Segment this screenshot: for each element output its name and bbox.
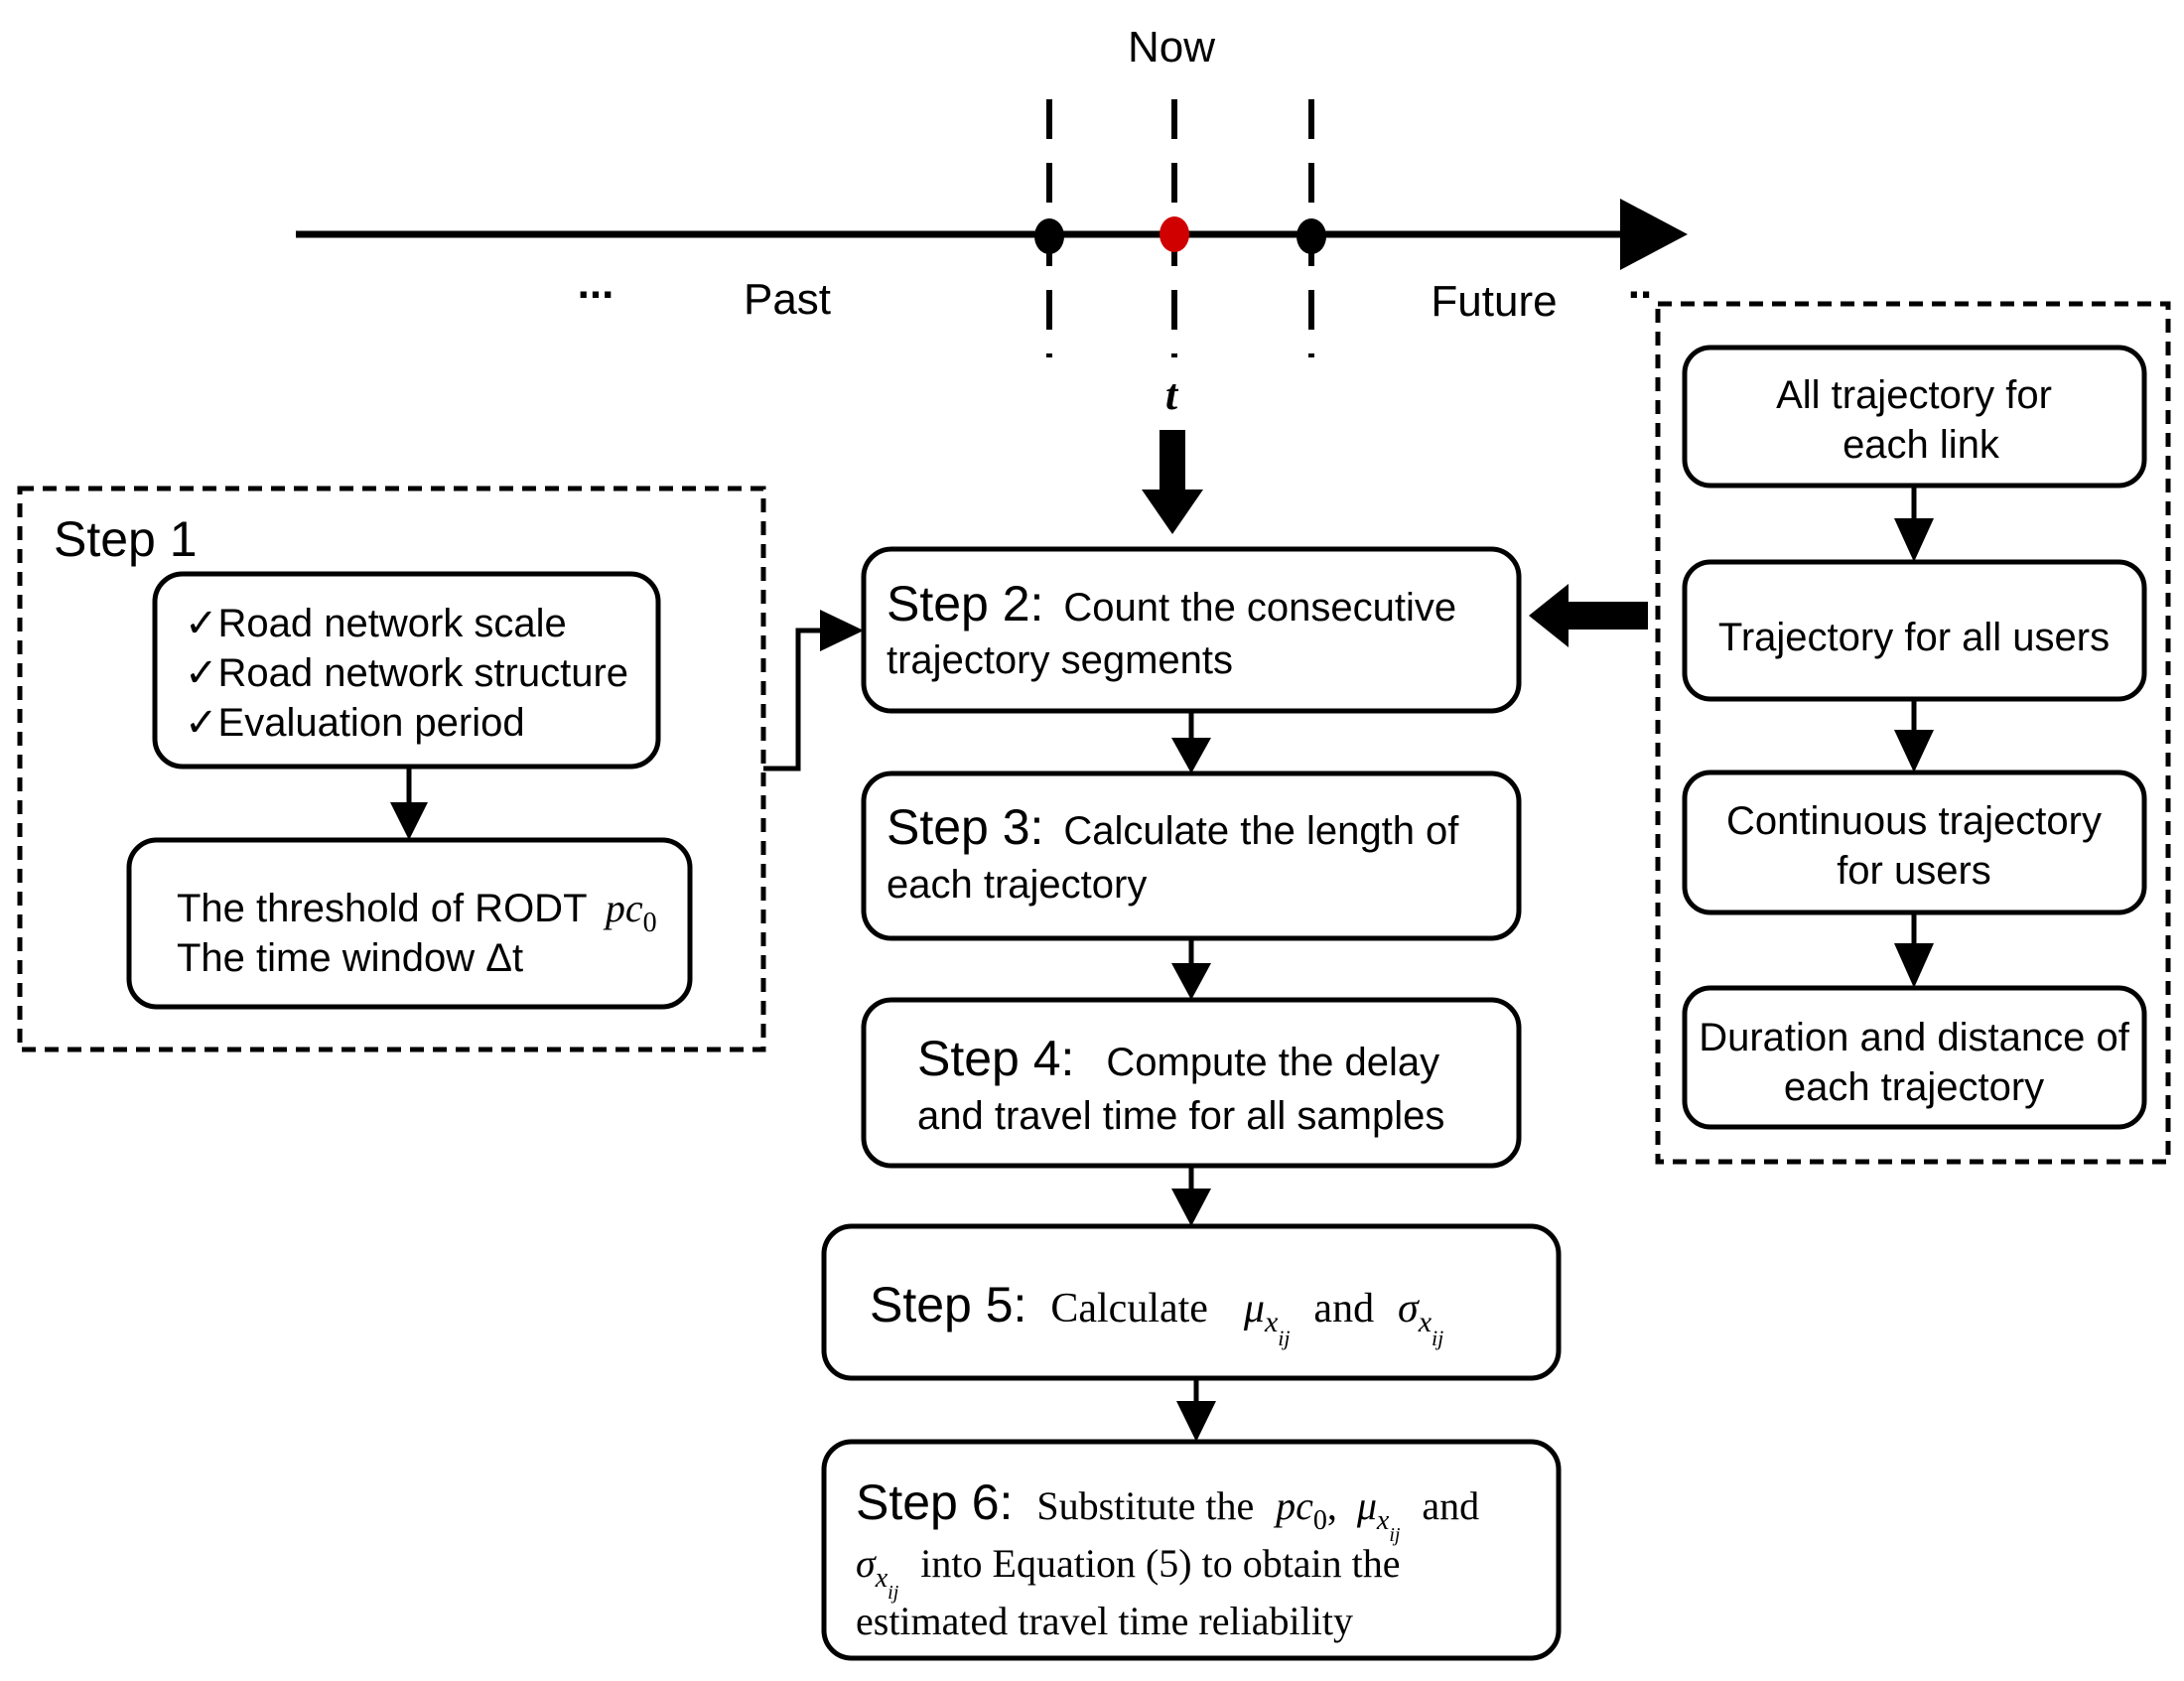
future-label: Future <box>1431 277 1557 326</box>
trajectory-box-4-line1: Duration and distance of <box>1699 1016 2130 1059</box>
step1-title: Step 1 <box>54 511 198 567</box>
trajectory-arrow-1 <box>1894 518 1934 562</box>
trajectory-dashed-border <box>1655 301 2171 1165</box>
timeline: Now Past Future ... .. t <box>296 23 1688 419</box>
trajectory-arrow-2 <box>1894 730 1934 772</box>
step6-mu-sub-x: x <box>1376 1505 1390 1536</box>
step5-sigma: σ <box>1398 1286 1421 1331</box>
step5-mu-sub-x: x <box>1264 1306 1279 1338</box>
step5-calc: Calculate <box>1050 1286 1208 1331</box>
step6-mu: μ <box>1356 1483 1377 1528</box>
trajectory-box-2-line1: Trajectory for all users <box>1718 616 2110 659</box>
step3-text-line2: each trajectory <box>887 863 1147 907</box>
svg-text:Step 2: Count the consec: Step 2: Count the consecutive <box>887 576 1456 631</box>
step1-dashed-border <box>17 486 766 1052</box>
step6-head: Step 6: <box>856 1474 1013 1530</box>
step5-and: and <box>1313 1286 1374 1331</box>
threshold-symbol: pc <box>603 886 643 930</box>
trajectory-box-1-line1: All trajectory for <box>1776 373 2052 417</box>
step6-line2-rest: into Equation (5) to obtain the <box>920 1541 1400 1586</box>
step6-pc: pc <box>1273 1483 1313 1528</box>
step5-head: Step 5: <box>870 1277 1026 1332</box>
step3-text-line1: Calculate the length of <box>1063 809 1459 853</box>
trajectory-box-3-line1: Continuous trajectory <box>1726 799 2102 843</box>
svg-text:Step 6: Substitute the: Step 6: Substitute the pc0, μxij and <box>856 1474 1479 1552</box>
trajectory-box-4-line2: each trajectory <box>1784 1065 2044 1109</box>
ellipsis-right: .. <box>1628 259 1652 308</box>
trajectory-panel: All trajectory for each link Trajectory … <box>1655 301 2171 1165</box>
step6-and: and <box>1422 1483 1479 1528</box>
step6-sigma: σ <box>856 1541 877 1586</box>
step6-pc-sub: 0 <box>1313 1505 1327 1536</box>
step6-box: Step 6: Substitute the pc0, μxij and σxi… <box>821 1439 1562 1661</box>
trajectory-arrow-3 <box>1894 943 1934 988</box>
step4-text-line1: Compute the delay <box>1106 1041 1439 1084</box>
step1-panel: Step 1 ✓Road network scale ✓Road network… <box>17 486 766 1052</box>
step4-text-line2: and travel time for all samples <box>917 1094 1444 1138</box>
step4-to-step5-arrow <box>1171 1166 1211 1226</box>
trajectory-box-1-line2: each link <box>1843 423 2000 467</box>
svg-text:Step 5: Calculate: Step 5: Calculate μxij and σxij <box>870 1277 1443 1356</box>
step5-sigma-sub-ij: ij <box>1432 1326 1443 1350</box>
step1-internal-arrowhead <box>390 802 428 840</box>
step1-to-step2-connector <box>763 628 824 771</box>
step2-text-line1: Count the consecutive <box>1063 586 1456 630</box>
step6-sigma-sub-x: x <box>875 1563 888 1594</box>
step1-to-step2-arrowhead <box>820 610 864 651</box>
step5-box: Step 5: Calculate μxij and σxij <box>821 1223 1562 1381</box>
panel-to-step2-arrow <box>1529 584 1648 647</box>
step5-to-step6-arrow <box>1176 1378 1216 1442</box>
threshold-text: The threshold of RODT pc0 <box>177 886 657 938</box>
step2-head: Step 2: <box>887 576 1043 631</box>
time-window-text: The time window Δt <box>177 936 523 980</box>
step4-head: Step 4: <box>917 1031 1074 1086</box>
timeline-arrowhead <box>1620 199 1688 270</box>
step2-box: Step 2: Count the consecutive trajectory… <box>861 546 1522 714</box>
svg-text:σxij into Equation (5) t: σxij into Equation (5) to obtain the <box>856 1541 1401 1608</box>
step3-head: Step 3: <box>887 799 1043 855</box>
step6-line3: estimated travel time reliability <box>856 1599 1353 1643</box>
step2-text-line2: trajectory segments <box>887 638 1233 682</box>
trajectory-box-3-line2: for users <box>1837 849 1991 893</box>
future-point <box>1297 218 1326 254</box>
trajectory-box-4 <box>1682 985 2147 1130</box>
past-label: Past <box>744 275 831 324</box>
ellipsis-left: ... <box>578 259 614 308</box>
step5-mu: μ <box>1243 1286 1265 1331</box>
step6-line1-a: Substitute the <box>1036 1483 1254 1528</box>
step2-to-step3-arrow <box>1171 711 1211 773</box>
step5-mu-sub-ij: ij <box>1278 1326 1290 1350</box>
svg-text:Step 4: Compute the dela: Step 4: Compute the delay <box>917 1031 1439 1086</box>
step3-to-step4-arrow <box>1171 938 1211 1000</box>
now-label: Now <box>1128 23 1215 71</box>
step6-sigma-sub-ij: ij <box>887 1582 899 1604</box>
threshold-subscript: 0 <box>643 908 657 938</box>
checklist-item-structure: ✓Road network structure <box>185 651 628 695</box>
step1-threshold-box <box>126 837 693 1010</box>
time-label: t <box>1165 370 1179 419</box>
threshold-label: The threshold of RODT <box>177 887 587 930</box>
now-to-step2-arrow <box>1142 430 1203 534</box>
step5-sigma-sub-x: x <box>1418 1306 1433 1338</box>
now-point <box>1160 216 1189 252</box>
step3-box: Step 3: Calculate the length of each tra… <box>861 770 1522 941</box>
checklist-item-period: ✓Evaluation period <box>185 701 525 745</box>
step6-mu-sub-ij: ij <box>1389 1524 1401 1546</box>
past-point <box>1034 218 1064 254</box>
svg-text:Step 3: Calculate the le: Step 3: Calculate the length of <box>887 799 1459 855</box>
checklist-item-scale: ✓Road network scale <box>185 602 567 645</box>
step4-box: Step 4: Compute the delay and travel tim… <box>861 997 1522 1169</box>
